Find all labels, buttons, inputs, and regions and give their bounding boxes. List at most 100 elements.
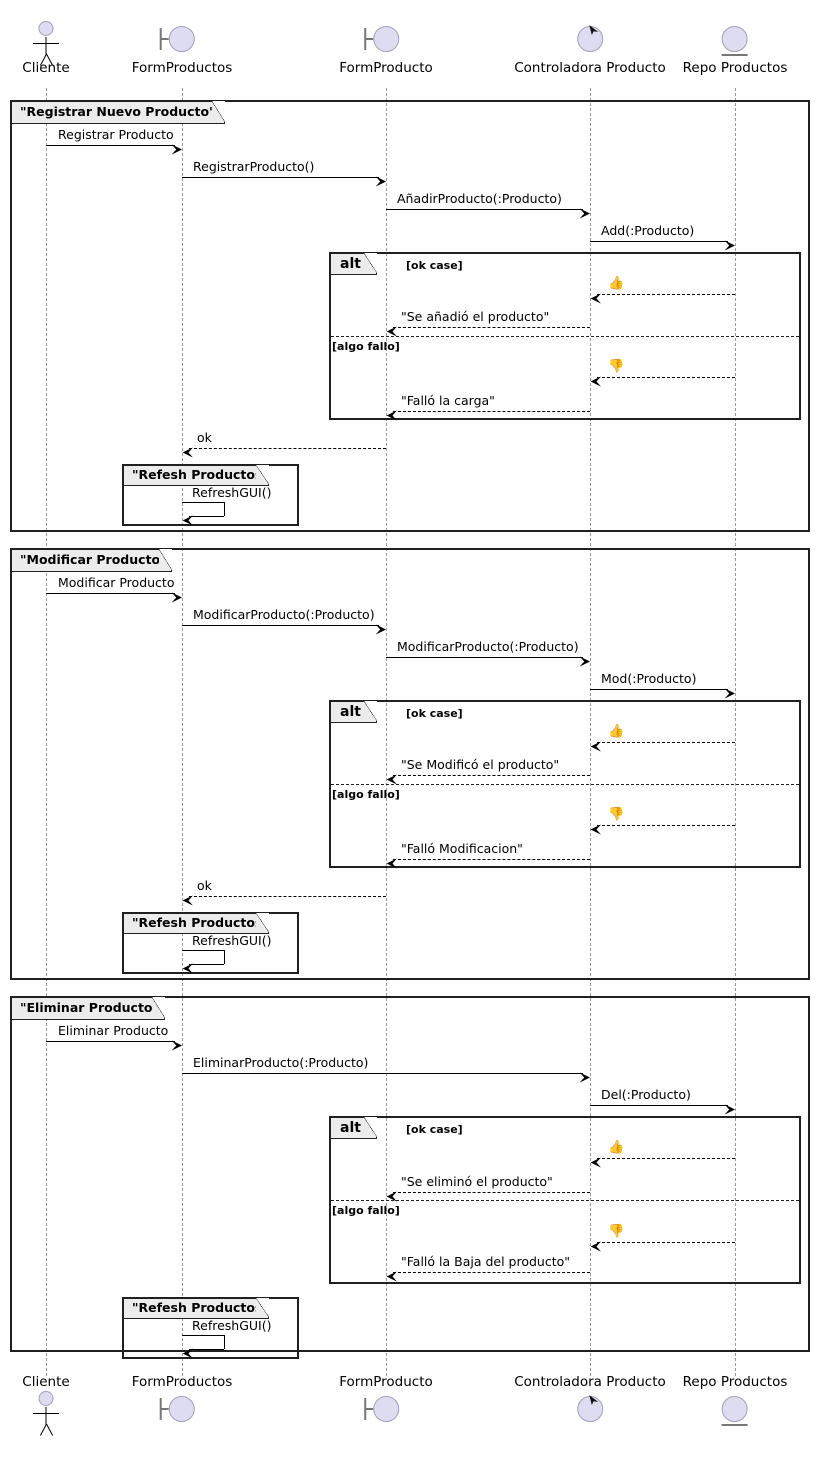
participant-formproducto-bottom[interactable]: FormProducto [339,1374,433,1430]
boundary-circle-icon [169,26,195,52]
alt-divider-alt-eliminar [331,1200,799,1201]
participant-formproductos-top[interactable]: FormProductos [132,20,232,76]
lifeline-controladora [590,88,591,1376]
message-arrowhead-m2 [375,172,386,187]
message-arrowhead-m19 [171,1036,182,1051]
message-line-m23 [393,1192,590,1193]
message-line-m3 [386,209,583,210]
participant-repo-bottom[interactable]: Repo Productos [682,1374,788,1430]
message-label-m23: "Se eliminó el producto" [401,1174,553,1189]
participant-formproducto-top[interactable]: FormProducto [339,20,433,76]
message-arrowhead-m7 [590,372,601,387]
message-line-m18 [189,896,386,897]
message-arrowhead-m25 [386,1267,397,1282]
self-message-top-refresh-2 [182,950,224,951]
participant-icon-boundary [152,1390,212,1430]
participant-icon-boundary [152,20,212,60]
fragment-label-frag-registrar: "Registrar Nuevo Producto" [12,101,225,124]
self-message-arrowhead-refresh-1 [182,511,193,526]
actor-arms-icon [33,1413,59,1414]
message-label-m20: EliminarProducto(:Producto) [193,1055,369,1070]
message-line-m1 [46,145,175,146]
message-line-m16 [597,825,735,826]
participant-label-formproductos-bottom: FormProductos [131,1374,233,1390]
refresh-tab-corner [256,913,269,932]
lifeline-repo [735,88,736,1376]
self-message-arrowhead-refresh-3 [182,1344,193,1359]
message-label-m6: "Se añadió el producto" [401,309,550,324]
self-message-right-refresh-1 [224,502,225,516]
participant-label-repo-bottom: Repo Productos [682,1374,788,1390]
message-label-m4: Add(:Producto) [601,223,695,238]
alt-label-alt-registrar: alt [331,253,377,275]
participant-controladora-top[interactable]: Controladora Producto [514,20,666,76]
message-line-m8 [393,411,590,412]
participant-label-cliente: Cliente [22,60,70,76]
message-label-m8: "Falló la carga" [401,393,495,408]
boundary-connector-icon [365,1408,373,1410]
fragment-frag-registrar [10,100,810,532]
fragment-frag-eliminar [10,996,810,1352]
participant-icon-entity [705,1390,765,1430]
message-arrowhead-m13 [724,684,735,699]
fragment-label-frag-eliminar: "Eliminar Producto" [12,997,165,1020]
message-line-m2 [182,177,379,178]
participant-icon-actor [16,1390,76,1436]
message-label-m11: ModificarProducto(:Producto) [193,607,375,622]
message-line-m17 [393,859,590,860]
alt-tab-corner [364,253,377,273]
participant-label-repo: Repo Productos [682,60,788,76]
message-emoji-m16: 👎 [608,807,625,822]
self-message-right-refresh-2 [224,950,225,964]
self-message-right-refresh-3 [224,1335,225,1349]
message-arrowhead-m1 [171,140,182,155]
participant-icon-control [560,20,620,60]
entity-circle-icon [721,1396,748,1422]
message-label-m18: ok [197,878,212,893]
message-label-m19: Eliminar Producto [58,1023,169,1038]
participant-controladora-bottom[interactable]: Controladora Producto [514,1374,666,1430]
alt-guard-top-alt-registrar: [ok case] [406,259,463,272]
alt-guard-top-alt-modificar: [ok case] [406,707,463,720]
fragment-frag-modificar [10,548,810,980]
message-line-m20 [182,1073,583,1074]
refresh-fragment-refresh-2 [122,912,299,974]
message-emoji-m14: 👍 [608,724,625,739]
participant-cliente-top[interactable]: Cliente [16,20,76,76]
alt-label-alt-modificar: alt [331,701,377,723]
self-message-bottom-refresh-1 [189,516,224,517]
alt-tab-corner [364,1117,377,1137]
lifeline-cliente [46,88,47,1376]
message-arrowhead-m14 [590,737,601,752]
self-message-label-refresh-1: RefreshGUI() [192,485,272,500]
boundary-connector-icon [161,38,169,40]
message-arrowhead-m6 [386,322,397,337]
message-label-m1: Registrar Producto [58,127,174,142]
alt-divider-alt-modificar [331,784,799,785]
participant-cliente-bottom[interactable]: Cliente [16,1374,76,1436]
self-message-top-refresh-3 [182,1335,224,1336]
refresh-fragment-refresh-3 [122,1297,299,1359]
message-line-m22 [597,1158,735,1159]
alt-guard-bottom-alt-eliminar: [algo fallo] [332,1204,400,1217]
message-line-m7 [597,377,735,378]
message-line-m19 [46,1041,175,1042]
message-line-m11 [182,625,379,626]
participant-repo-top[interactable]: Repo Productos [682,20,788,76]
message-line-m6 [393,327,590,328]
message-arrowhead-m22 [590,1153,601,1168]
participant-label-controladora: Controladora Producto [514,60,666,76]
refresh-tab-corner [256,1298,269,1317]
message-line-m4 [590,241,728,242]
participant-icon-control [560,1390,620,1430]
participant-formproductos-bottom[interactable]: FormProductos [131,1374,233,1430]
message-line-m13 [590,689,728,690]
message-arrowhead-m16 [590,820,601,835]
refresh-tab-corner [256,465,269,484]
message-arrowhead-m18 [182,891,193,906]
actor-leg-right-icon [46,1423,54,1436]
alt-guard-bottom-alt-modificar: [algo fallo] [332,788,400,801]
lifeline-formproductos [182,88,183,1376]
message-line-m9 [189,448,386,449]
